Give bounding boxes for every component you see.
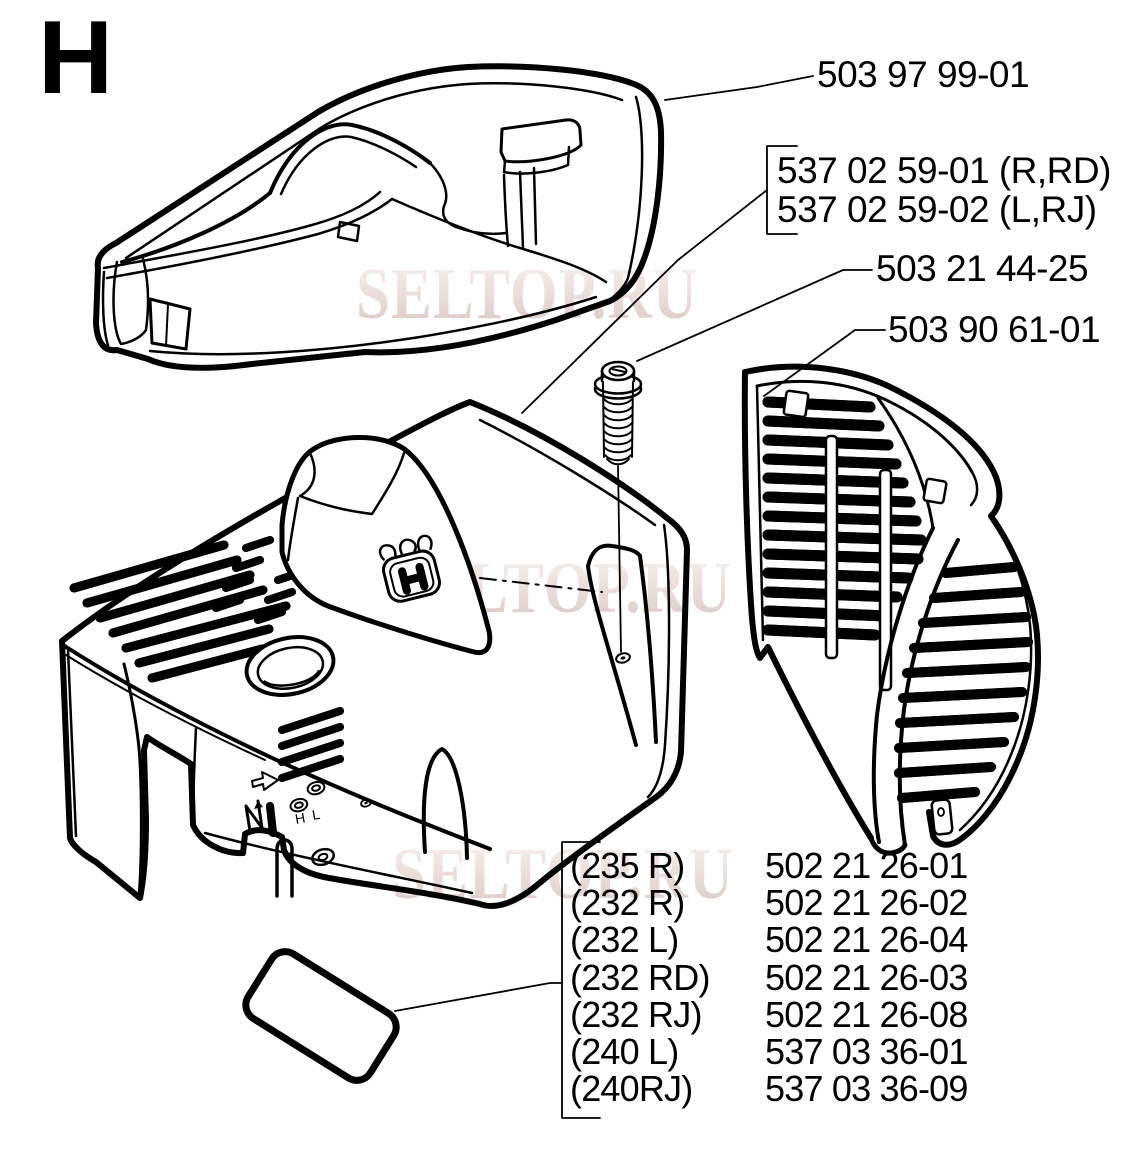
model-cell: (232 R) <box>570 882 685 924</box>
callout-engine-cover-labels: 537 02 59-01 (R,RD) 537 02 59-02 (L,RJ) <box>777 151 1111 229</box>
callout-top-cover-label: 503 97 99-01 <box>817 54 1030 95</box>
leader-lines <box>394 75 886 1119</box>
decal-drawing <box>242 948 400 1084</box>
decal-part-table: (235 R) 502 21 26-01 (232 R) 502 21 26-0… <box>570 847 968 1108</box>
grille-cover-drawing <box>741 363 1041 856</box>
table-row: (232 R) 502 21 26-02 <box>570 884 968 921</box>
leader-engine-cover <box>521 189 768 414</box>
engine-cover-drawing: H L <box>59 399 690 909</box>
table-row: (232 L) 502 21 26-04 <box>570 921 968 958</box>
model-cell: (232 RJ) <box>570 993 702 1035</box>
direction-arrow-icon <box>251 771 279 791</box>
part-number-cell: 502 21 26-03 <box>765 956 968 998</box>
table-row: (232 RJ) 502 21 26-08 <box>570 996 968 1033</box>
model-cell: (240RJ) <box>570 1068 693 1110</box>
table-row: (235 R) 502 21 26-01 <box>570 847 968 884</box>
section-letter: H <box>38 0 114 116</box>
leader-screw <box>636 269 873 362</box>
part-number-cell: 502 21 26-08 <box>765 993 968 1035</box>
top-cover-drawing <box>93 63 665 371</box>
leader-grille <box>763 329 886 397</box>
callout-screw-label: 503 21 44-25 <box>876 248 1089 289</box>
table-row: (240RJ) 537 03 36-09 <box>570 1070 968 1107</box>
model-cell: (232 RD) <box>570 956 710 998</box>
model-cell: (235 R) <box>570 845 685 886</box>
part-number-cell: 537 03 36-01 <box>765 1031 968 1073</box>
table-row: (232 RD) 502 21 26-03 <box>570 956 968 998</box>
leader-decal <box>394 982 563 1012</box>
model-cell: (240 L) <box>570 1031 679 1073</box>
screw-drawing <box>593 360 643 653</box>
engine-cover-right-label: 537 02 59-01 (R,RD) <box>777 150 1111 191</box>
part-number-cell: 537 03 36-09 <box>765 1068 968 1110</box>
carb-adjust-holes <box>289 780 326 813</box>
model-cell: (232 L) <box>570 919 679 961</box>
n-arrow-icon <box>244 799 264 833</box>
table-row: (240 L) 537 03 36-01 <box>570 1033 968 1070</box>
part-number-cell: 502 21 26-01 <box>765 845 968 886</box>
engine-cover-left-label: 537 02 59-02 (L,RJ) <box>777 189 1097 230</box>
table-bracket <box>561 841 601 1119</box>
part-number-cell: 502 21 26-04 <box>765 919 968 961</box>
high-adjust-marking: H <box>294 809 307 827</box>
callout-grille-label: 503 90 61-01 <box>888 309 1101 350</box>
leader-top-cover <box>664 75 814 101</box>
husqvarna-logo <box>378 534 442 603</box>
part-number-cell: 502 21 26-02 <box>765 882 968 924</box>
low-adjust-marking: L <box>311 806 322 823</box>
